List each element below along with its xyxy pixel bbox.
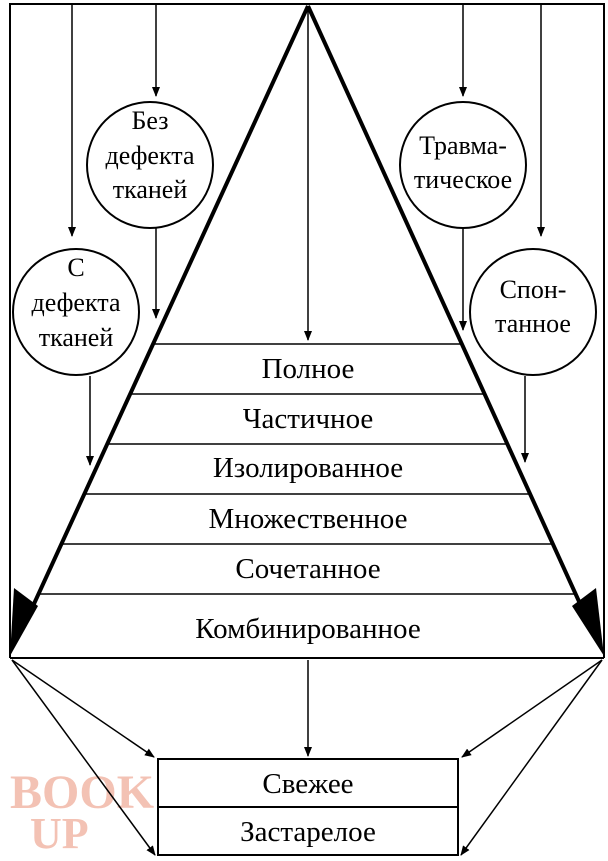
svg-text:тическое: тическое bbox=[414, 165, 512, 194]
level-label: Частичное bbox=[243, 403, 374, 435]
label-without-defect: Без дефекта тканей bbox=[106, 106, 195, 204]
outcome-label-fresh: Свежее bbox=[262, 768, 353, 800]
level-label: Изолированное bbox=[213, 452, 403, 484]
outcome-box-fresh bbox=[157, 758, 459, 808]
circle-spontaneous bbox=[469, 248, 597, 376]
svg-text:тканей: тканей bbox=[39, 323, 114, 352]
svg-text:танное: танное bbox=[495, 309, 571, 338]
watermark-logo: BOOK UP bbox=[10, 766, 154, 858]
outer-frame bbox=[9, 3, 605, 658]
level-label: Комбинированное bbox=[195, 613, 420, 645]
svg-text:тканей: тканей bbox=[113, 175, 188, 204]
watermark-line1: BOOK bbox=[10, 766, 154, 819]
svg-text:С: С bbox=[67, 253, 84, 282]
svg-text:Без: Без bbox=[131, 106, 168, 135]
outcome-label-old: Застарелое bbox=[240, 816, 376, 848]
circle-without-defect bbox=[86, 101, 214, 229]
outcome-arrows bbox=[11, 659, 603, 856]
circle-with-defect bbox=[12, 248, 140, 376]
left-big-arrowhead bbox=[10, 588, 38, 656]
level-label: Полное bbox=[262, 353, 355, 385]
pyramid-sides bbox=[20, 5, 594, 631]
outcome-box-old bbox=[157, 806, 459, 856]
level-label: Множественное bbox=[208, 503, 407, 535]
pyramid-level-labels: Полное Частичное Изолированное Множестве… bbox=[195, 353, 420, 645]
label-traumatic: Травма- тическое bbox=[414, 131, 512, 194]
svg-text:дефекта: дефекта bbox=[32, 288, 121, 317]
level-label: Сочетанное bbox=[235, 553, 380, 585]
svg-text:Травма-: Травма- bbox=[419, 131, 507, 160]
svg-text:дефекта: дефекта bbox=[106, 141, 195, 170]
level-separators bbox=[38, 343, 577, 595]
watermark-line2: UP bbox=[30, 809, 89, 858]
circle-traumatic bbox=[399, 101, 527, 229]
label-spontaneous: Спон- танное bbox=[495, 275, 571, 338]
circle-arrows bbox=[86, 228, 529, 466]
top-arrows bbox=[68, 5, 545, 237]
svg-text:Спон-: Спон- bbox=[500, 275, 567, 304]
label-with-defect: С дефекта тканей bbox=[32, 253, 121, 352]
right-big-arrowhead bbox=[572, 588, 604, 656]
